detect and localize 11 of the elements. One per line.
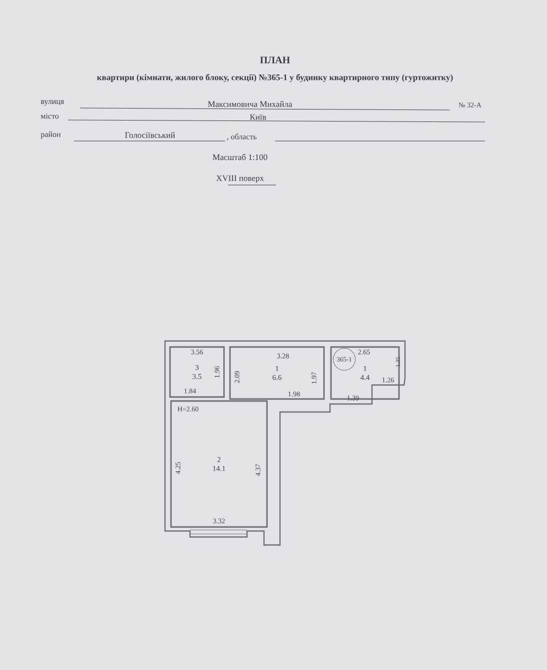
floor-heading: XVIII поверх — [216, 175, 264, 183]
title: ПЛАН — [260, 56, 290, 64]
field-label: , область — [227, 134, 257, 140]
field-label: вулиця — [40, 100, 64, 106]
field-value: Максимовича Михайла — [208, 101, 292, 107]
subtitle: квартири (кімнати, жилого блоку, секції) №365-1 у будинку квартирного типу (гуртожитку) — [97, 74, 453, 82]
field-label: район — [40, 131, 61, 139]
scale-text: Масштаб 1:100 — [212, 154, 268, 160]
field-value: Голосіївський — [125, 132, 175, 138]
field-value: Київ — [250, 114, 266, 120]
field-label: місто — [40, 113, 59, 119]
